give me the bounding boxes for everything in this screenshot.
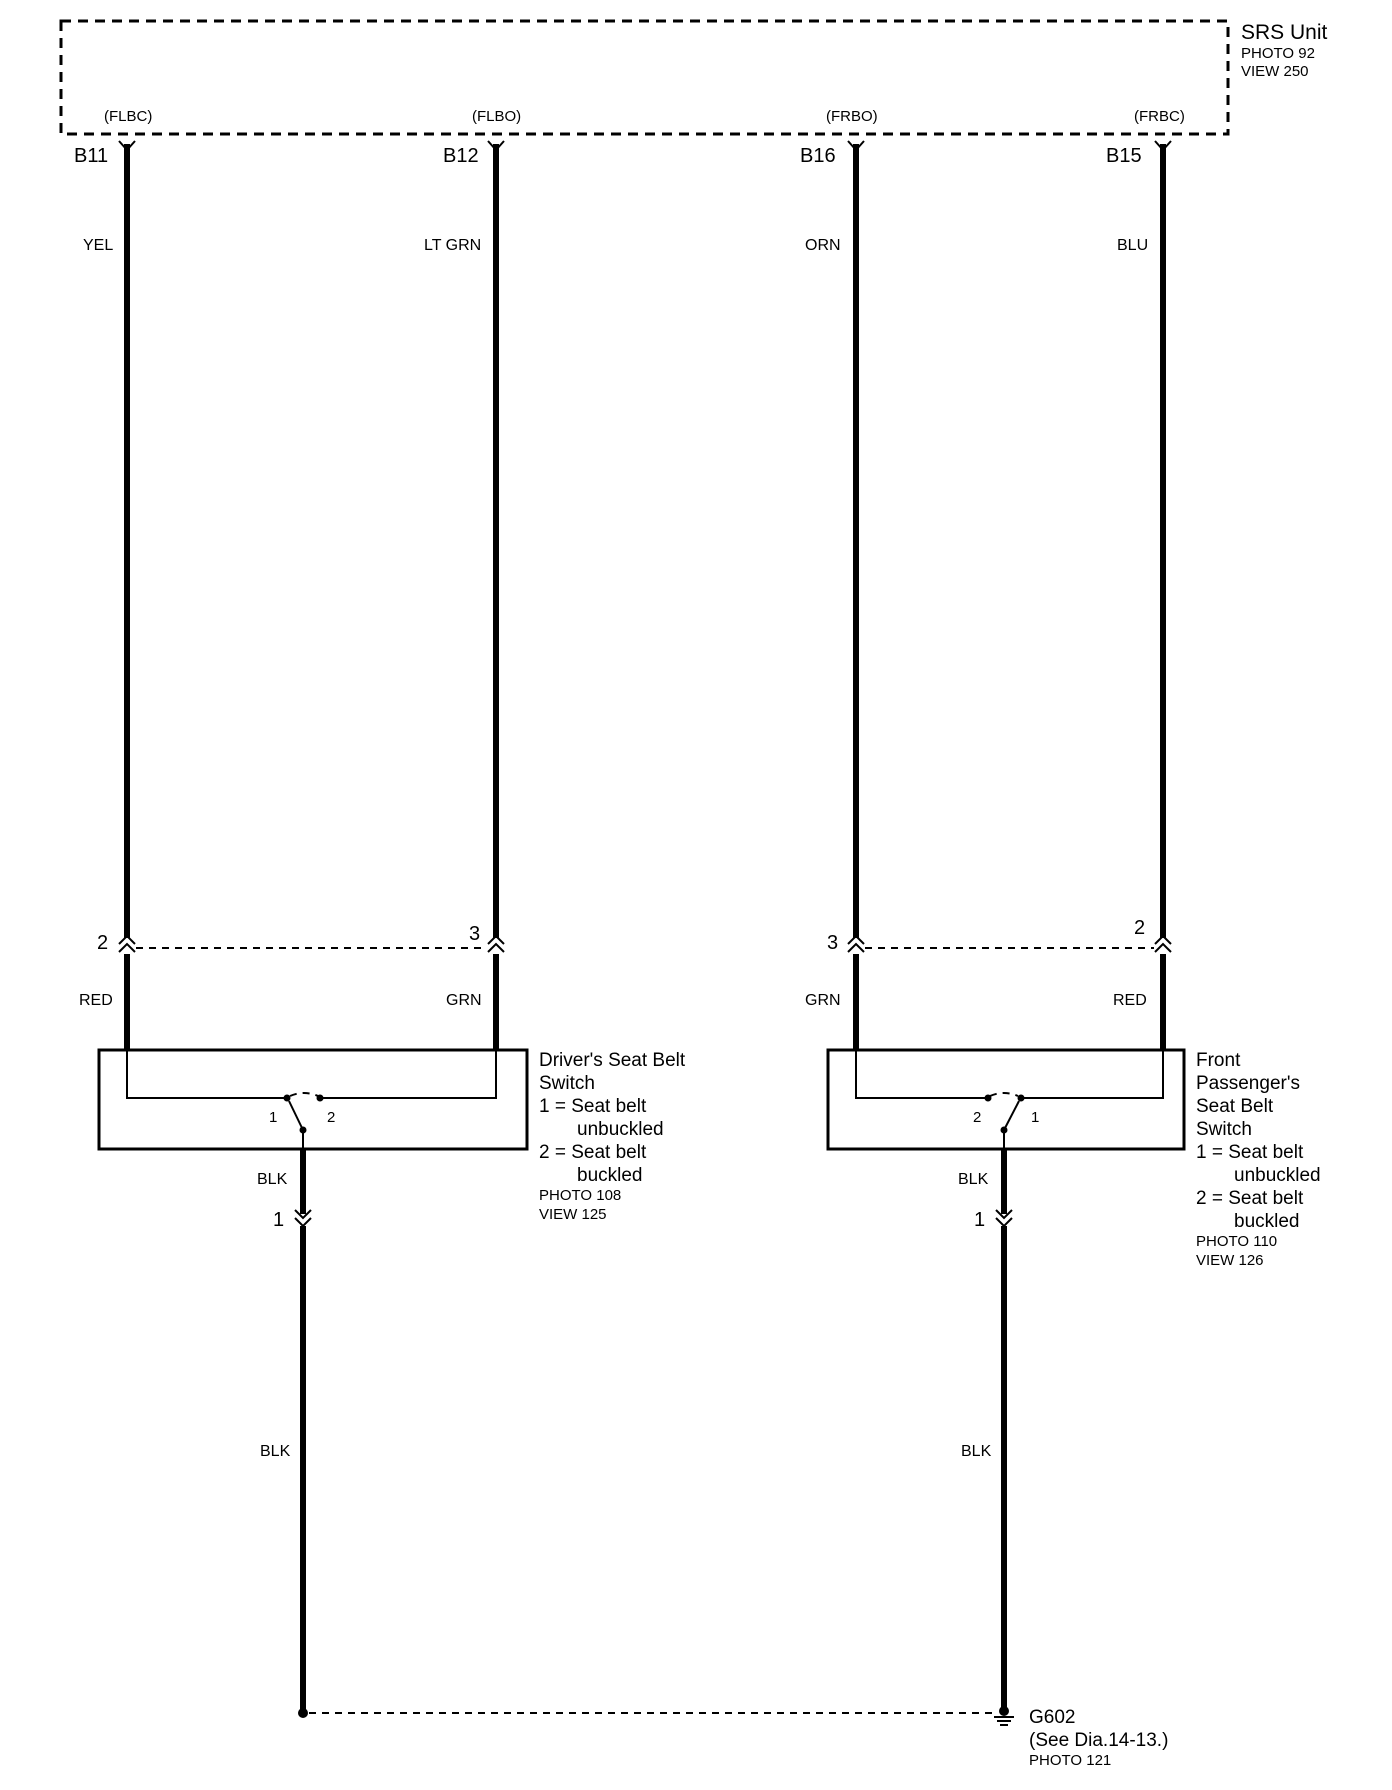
wire-label-yel: YEL (83, 237, 113, 254)
terminal-pin-b16: B16 (800, 145, 836, 167)
wire-label-passenger-blk-lower: BLK (961, 1443, 992, 1460)
driver-switch-title-1: Driver's Seat Belt (539, 1050, 686, 1071)
wire-label-orn: ORN (805, 237, 841, 254)
wire-label-blu: BLU (1117, 237, 1148, 254)
passenger-switch-legend-1a: 1 = Seat belt (1196, 1142, 1304, 1163)
driver-switch-contact-1 (283, 1094, 291, 1102)
passenger-connector-pin-left: 3 (827, 932, 838, 954)
ground-splice-dot (298, 1708, 308, 1718)
srs-unit-box (59, 19, 1230, 136)
wire-label-driver-blk-upper: BLK (257, 1171, 288, 1188)
passenger-switch-contact-2 (984, 1094, 992, 1102)
wire-label-lt-grn: LT GRN (424, 237, 481, 254)
passenger-switch-title-4: Switch (1196, 1119, 1252, 1140)
passenger-switch-contact-label-1: 1 (1031, 1109, 1039, 1126)
passenger-switch-box (826, 1048, 1186, 1151)
passenger-switch-internal-wiring (855, 1050, 1164, 1099)
driver-switch-contact-label-1: 1 (269, 1109, 277, 1126)
driver-switch-legend-1b: unbuckled (577, 1119, 664, 1140)
srs-unit-title: SRS Unit (1241, 21, 1328, 44)
driver-switch-arm (288, 1100, 304, 1131)
passenger-switch-contact-label-2: 2 (973, 1109, 981, 1126)
circuit-label-frbc: (FRBC) (1134, 108, 1185, 125)
terminal-pin-b15: B15 (1106, 145, 1142, 167)
terminal-pin-b11: B11 (74, 145, 108, 167)
connector-symbol-passenger-right (1154, 934, 1172, 953)
ground-note: (See Dia.14-13.) (1029, 1730, 1168, 1751)
passenger-switch-legend-1b: unbuckled (1234, 1165, 1321, 1186)
driver-switch-contact-label-2: 2 (327, 1109, 335, 1126)
passenger-switch-title-3: Seat Belt (1196, 1096, 1274, 1117)
passenger-switch-title-1: Front (1196, 1050, 1241, 1071)
passenger-switch-arc (989, 1092, 1019, 1097)
srs-unit-view: VIEW 250 (1241, 63, 1309, 80)
circuit-label-frbo: (FRBO) (826, 108, 878, 125)
driver-switch-arc (289, 1092, 319, 1097)
driver-connector-pin-right: 3 (469, 923, 480, 945)
connector-symbol-driver-left (118, 934, 136, 953)
wire-label-driver-red: RED (79, 992, 113, 1009)
passenger-ground-pin: 1 (974, 1209, 985, 1231)
ground-photo: PHOTO 121 (1029, 1752, 1111, 1769)
connector-symbol-driver-right (487, 934, 505, 953)
wire-label-driver-grn: GRN (446, 992, 482, 1009)
passenger-switch-legend-2b: buckled (1234, 1211, 1300, 1232)
terminal-pin-b12: B12 (443, 145, 479, 167)
passenger-switch-title-2: Passenger's (1196, 1073, 1300, 1094)
driver-switch-view: VIEW 125 (539, 1206, 607, 1223)
passenger-connector-pin-right: 2 (1134, 917, 1145, 939)
ground-icon (994, 1706, 1014, 1726)
passenger-switch-legend-2a: 2 = Seat belt (1196, 1188, 1304, 1209)
driver-switch-internal-wiring (126, 1050, 497, 1099)
driver-switch-legend-2b: buckled (577, 1165, 643, 1186)
wire-label-driver-blk-lower: BLK (260, 1443, 291, 1460)
wire-label-passenger-blk-upper: BLK (958, 1171, 989, 1188)
passenger-switch-photo: PHOTO 110 (1196, 1233, 1277, 1250)
driver-connector-pin-left: 2 (97, 932, 108, 954)
wire-label-passenger-grn: GRN (805, 992, 841, 1009)
driver-ground-pin: 1 (273, 1209, 284, 1231)
driver-switch-legend-2a: 2 = Seat belt (539, 1142, 647, 1163)
passenger-switch-contact-1 (1017, 1094, 1025, 1102)
circuit-label-flbo: (FLBO) (472, 108, 521, 125)
passenger-switch-arm (1003, 1100, 1020, 1131)
ground-name: G602 (1029, 1707, 1075, 1728)
passenger-switch-view: VIEW 126 (1196, 1252, 1264, 1269)
driver-switch-legend-1a: 1 = Seat belt (539, 1096, 647, 1117)
driver-switch-title-2: Switch (539, 1073, 595, 1094)
connector-symbol-passenger-left (847, 934, 865, 953)
driver-switch-photo: PHOTO 108 (539, 1187, 621, 1204)
driver-switch-contact-2 (316, 1094, 324, 1102)
driver-switch-box (97, 1048, 529, 1151)
srs-unit-photo: PHOTO 92 (1241, 45, 1315, 62)
wire-label-passenger-red: RED (1113, 992, 1147, 1009)
circuit-label-flbc: (FLBC) (104, 108, 152, 125)
